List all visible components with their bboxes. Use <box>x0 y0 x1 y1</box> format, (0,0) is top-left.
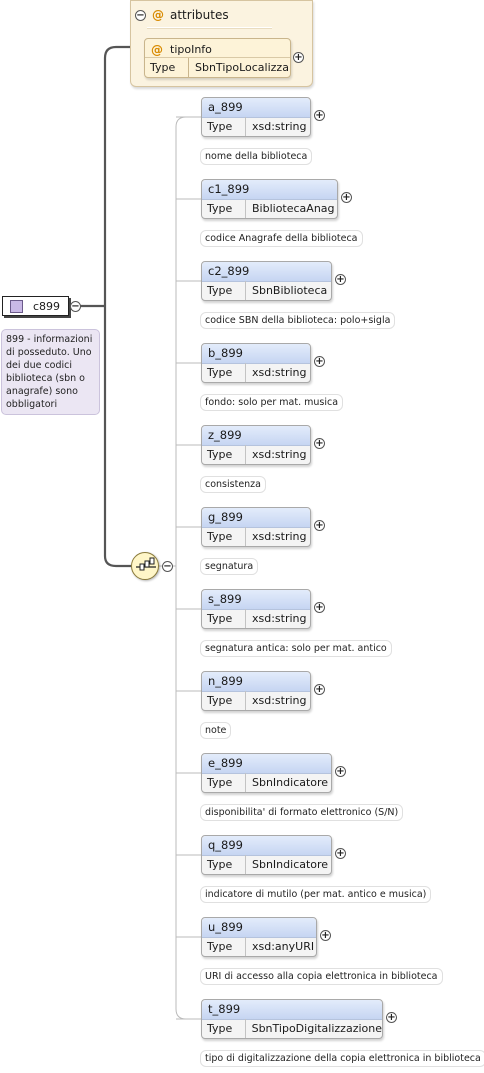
type-value: SbnTipoLocalizza <box>195 61 289 74</box>
root-element-name: c899 <box>33 299 61 313</box>
type-value: xsd:string <box>252 448 307 461</box>
type-label: Type <box>202 199 246 218</box>
element-name: s_899 <box>202 590 310 610</box>
element-documentation: indicatore di mutilo (per mat. antico e … <box>200 886 432 903</box>
element-documentation: fondo: solo per mat. musica <box>200 394 344 411</box>
expand-icon[interactable]: + <box>314 520 325 531</box>
element-documentation: disponibilita' di formato elettronico (S… <box>200 804 404 821</box>
expand-icon[interactable]: + <box>335 766 346 777</box>
expand-icon[interactable]: + <box>314 438 325 449</box>
element-documentation: tipo di digitalizzazione della copia ele… <box>200 1050 484 1067</box>
element-name: g_899 <box>202 508 310 528</box>
element-name: u_899 <box>202 918 316 938</box>
attributes-header: − @ attributes <box>135 7 229 23</box>
attributes-divider <box>147 27 272 28</box>
type-value: xsd:string <box>252 530 307 543</box>
expand-icon[interactable]: + <box>335 274 346 285</box>
element-name: t_899 <box>202 1000 382 1020</box>
expand-icon[interactable]: + <box>320 930 331 941</box>
expand-icon[interactable]: + <box>341 192 352 203</box>
element-documentation: segnatura antica: solo per mat. antico <box>200 640 392 657</box>
type-label: Type <box>202 363 246 382</box>
type-label: Type <box>202 445 246 464</box>
sequence-icon <box>136 557 156 571</box>
element-documentation: nome della biblioteca <box>200 148 313 165</box>
type-label: Type <box>202 609 246 628</box>
type-label: Type <box>202 1019 246 1038</box>
type-value: xsd:string <box>252 612 307 625</box>
element-documentation: note <box>200 722 232 739</box>
type-value: SbnTipoDigitalizzazione <box>251 1022 382 1035</box>
expand-icon[interactable]: + <box>386 1012 397 1023</box>
element-name: a_899 <box>202 98 310 118</box>
type-label: Type <box>202 527 246 546</box>
type-label: Type <box>202 937 246 956</box>
type-value: SbnIndicatore <box>252 858 329 871</box>
attribute-icon: @ <box>151 42 163 57</box>
element-name: c1_899 <box>202 180 337 200</box>
type-label: Type <box>202 691 246 710</box>
attribute-icon: @ <box>152 8 164 22</box>
type-label: Type <box>202 855 246 874</box>
type-value: xsd:string <box>252 694 307 707</box>
type-value: SbnBiblioteca <box>252 284 328 297</box>
element-documentation: segnatura <box>200 558 259 575</box>
sequence-compositor[interactable] <box>131 552 159 580</box>
expand-icon[interactable]: + <box>314 684 325 695</box>
expand-icon[interactable]: + <box>314 110 325 121</box>
expand-icon[interactable]: + <box>314 602 325 613</box>
element-documentation: codice Anagrafe della biblioteca <box>200 230 363 247</box>
expand-icon[interactable]: + <box>314 356 325 367</box>
element-icon <box>10 299 23 313</box>
expand-icon[interactable]: + <box>293 52 304 63</box>
type-label: Type <box>202 281 246 300</box>
collapse-icon[interactable]: − <box>162 561 173 572</box>
element-name: n_899 <box>202 672 310 692</box>
type-value: xsd:string <box>252 120 307 133</box>
expand-icon[interactable]: + <box>335 848 346 859</box>
type-value: xsd:anyURI <box>252 940 315 953</box>
type-label: Type <box>202 117 246 136</box>
element-documentation: URI di accesso alla copia elettronica in… <box>200 968 443 985</box>
attributes-title: attributes <box>170 8 229 22</box>
type-label: Type <box>202 773 246 792</box>
element-name: z_899 <box>202 426 310 446</box>
root-element-c899[interactable]: c899 <box>2 296 69 316</box>
root-documentation: 899 - informazioni di posseduto. Uno dei… <box>1 329 100 415</box>
element-name: b_899 <box>202 344 310 364</box>
element-documentation: consistenza <box>200 476 266 493</box>
attribute-name: tipoInfo <box>170 43 212 56</box>
type-value: xsd:string <box>252 366 307 379</box>
collapse-icon[interactable]: − <box>70 301 81 312</box>
element-documentation: codice SBN della biblioteca: polo+sigla <box>200 312 396 329</box>
collapse-icon[interactable]: − <box>135 9 146 21</box>
type-label: Type <box>145 58 189 77</box>
attribute-tipoinfo[interactable]: @ tipoInfo Type SbnTipoLocalizza <box>144 38 291 78</box>
type-value: BibliotecaAnag <box>252 202 335 215</box>
type-value: SbnIndicatore <box>252 776 329 789</box>
element-name: e_899 <box>202 754 331 774</box>
element-name: c2_899 <box>202 262 331 282</box>
element-name: q_899 <box>202 836 331 856</box>
